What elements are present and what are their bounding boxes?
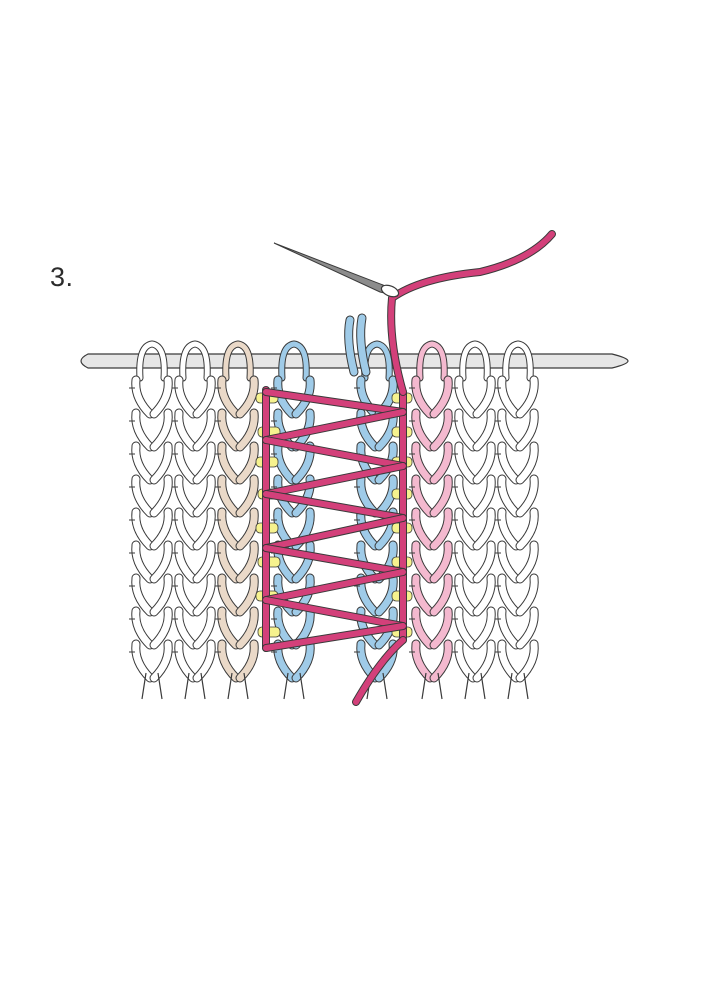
step-number: 3. — [50, 262, 74, 292]
needle-icon — [273, 242, 400, 298]
stitch-column — [409, 340, 453, 700]
stitch-column — [172, 340, 216, 700]
yarn-strand-icon — [262, 230, 556, 706]
stitch-column — [452, 340, 496, 700]
stitch-column — [495, 340, 539, 700]
stitch-column — [215, 340, 259, 700]
knitted-fabric — [129, 313, 539, 700]
stitch-column — [129, 340, 173, 700]
